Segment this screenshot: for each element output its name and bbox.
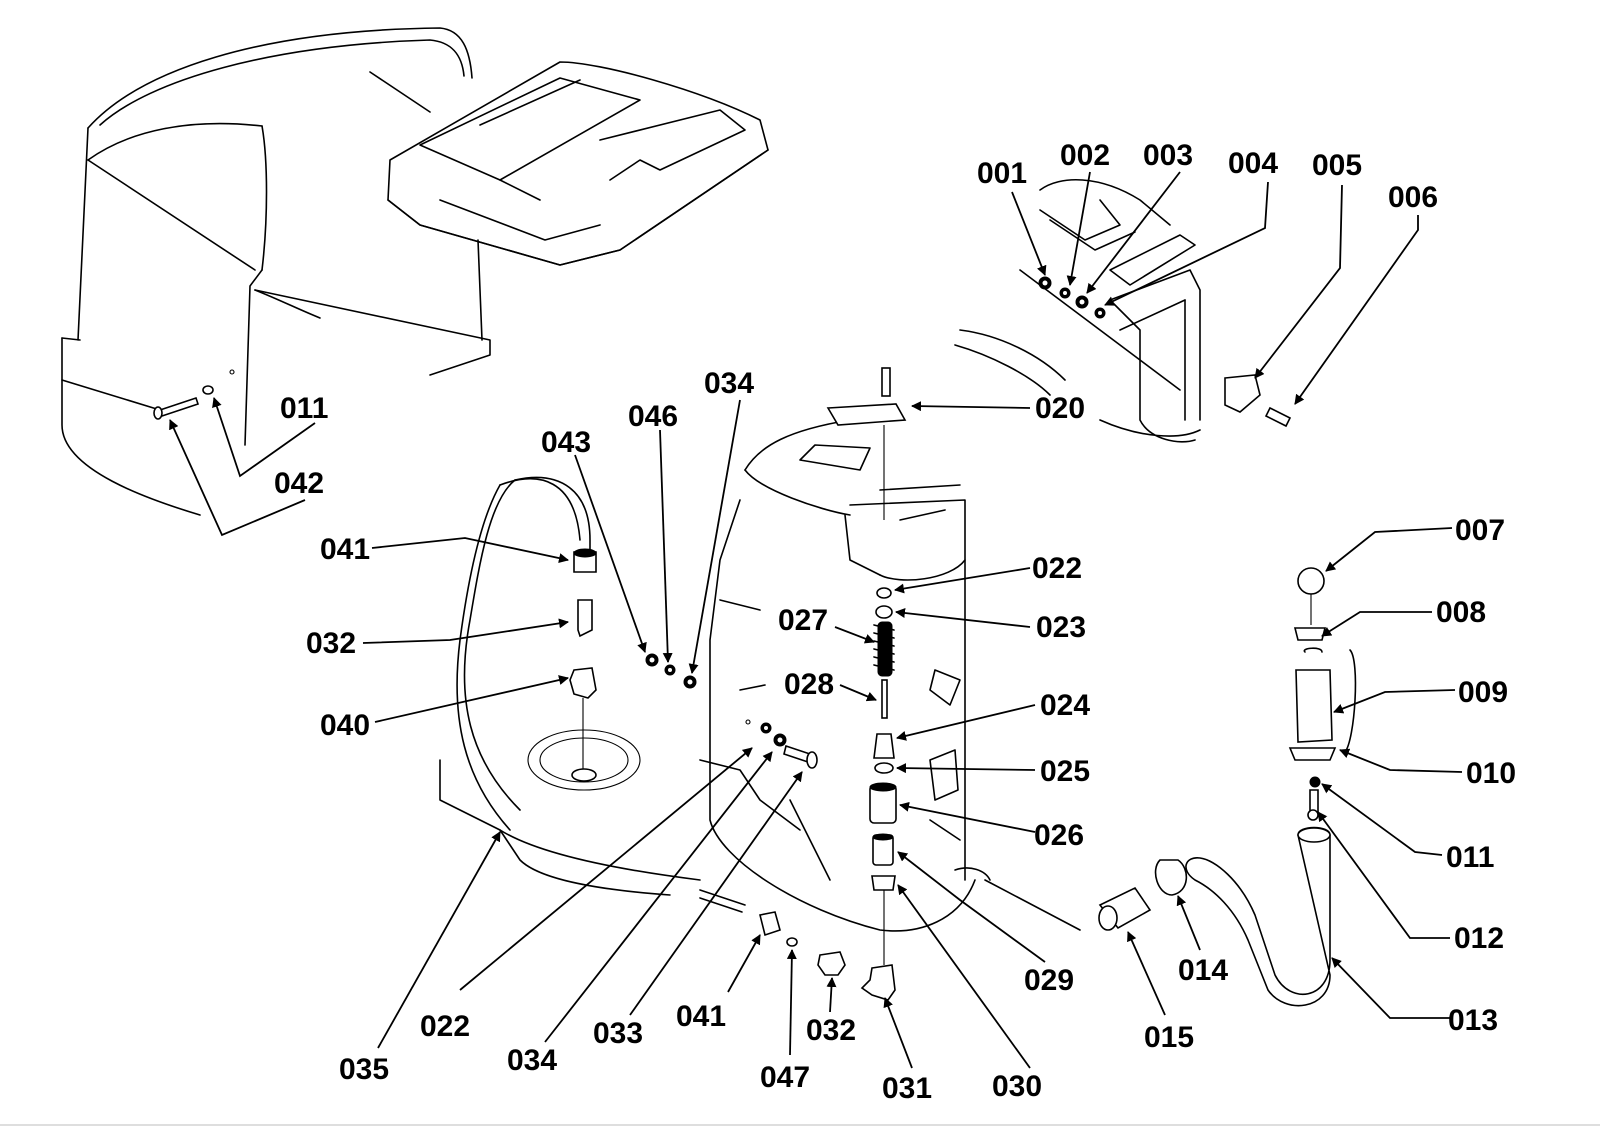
callout-027: 027 bbox=[778, 604, 828, 637]
callout-010: 010 bbox=[1466, 757, 1516, 790]
bracket-assembly-top-right bbox=[954, 178, 1292, 443]
callout-023: 023 bbox=[1036, 611, 1086, 644]
callout-008: 008 bbox=[1436, 596, 1486, 629]
callout-012: 012 bbox=[1454, 922, 1504, 955]
tank-pickup-assembly bbox=[439, 476, 701, 896]
callout-006: 006 bbox=[1388, 181, 1438, 214]
callout-002: 002 bbox=[1060, 139, 1110, 172]
washer-set-mid bbox=[645, 653, 697, 689]
callout-015: 015 bbox=[1144, 1021, 1194, 1054]
callout-032-bottom: 032 bbox=[806, 1014, 856, 1047]
fuel-sender-assembly bbox=[1288, 567, 1357, 821]
callout-046: 046 bbox=[628, 400, 678, 433]
callout-014: 014 bbox=[1178, 954, 1228, 987]
leader-lines bbox=[169, 171, 1463, 1069]
callout-013: 013 bbox=[1448, 1004, 1498, 1037]
callout-033: 033 bbox=[593, 1017, 643, 1050]
callout-042: 042 bbox=[274, 467, 324, 500]
callout-025: 025 bbox=[1040, 755, 1090, 788]
callout-035: 035 bbox=[339, 1053, 389, 1086]
callout-011-right: 011 bbox=[1446, 841, 1494, 874]
callout-007: 007 bbox=[1455, 514, 1505, 547]
callout-labels: 001 002 003 004 005 006 007 008 009 010 … bbox=[274, 139, 1516, 1105]
callout-034-top: 034 bbox=[704, 367, 754, 400]
callout-032-left: 032 bbox=[306, 627, 356, 660]
callout-020: 020 bbox=[1035, 392, 1085, 425]
hood-bolt-parts bbox=[153, 369, 235, 420]
callout-040: 040 bbox=[320, 709, 370, 742]
callout-031: 031 bbox=[882, 1072, 932, 1105]
callout-029: 029 bbox=[1024, 964, 1074, 997]
fuel-filter-stack bbox=[860, 587, 897, 1001]
callout-009: 009 bbox=[1458, 676, 1508, 709]
hood-cover-drawing bbox=[61, 27, 491, 516]
bolt-set-tank bbox=[745, 719, 818, 769]
fuel-tank-drawing bbox=[699, 417, 1081, 932]
callout-043: 043 bbox=[541, 426, 591, 459]
callout-005: 005 bbox=[1312, 149, 1362, 182]
callout-004: 004 bbox=[1228, 147, 1278, 180]
callout-024: 024 bbox=[1040, 689, 1090, 722]
callout-041-left: 041 bbox=[320, 533, 370, 566]
callout-047: 047 bbox=[760, 1061, 810, 1094]
callout-041-bottom: 041 bbox=[676, 1000, 726, 1033]
callout-026: 026 bbox=[1034, 819, 1084, 852]
top-cover-drawing bbox=[387, 61, 769, 266]
callout-001: 001 bbox=[977, 157, 1027, 190]
callout-028: 028 bbox=[784, 668, 834, 701]
callout-030: 030 bbox=[992, 1070, 1042, 1103]
callout-022-right: 022 bbox=[1032, 552, 1082, 585]
fuel-hose-assembly bbox=[1098, 826, 1331, 1007]
fuel-gauge-float bbox=[826, 367, 907, 520]
outlet-connector-set bbox=[699, 889, 846, 976]
callout-003: 003 bbox=[1143, 139, 1193, 172]
callout-022-bottom: 022 bbox=[420, 1010, 470, 1043]
callout-034-bottom: 034 bbox=[507, 1044, 557, 1077]
callout-011-left: 011 bbox=[280, 392, 328, 425]
